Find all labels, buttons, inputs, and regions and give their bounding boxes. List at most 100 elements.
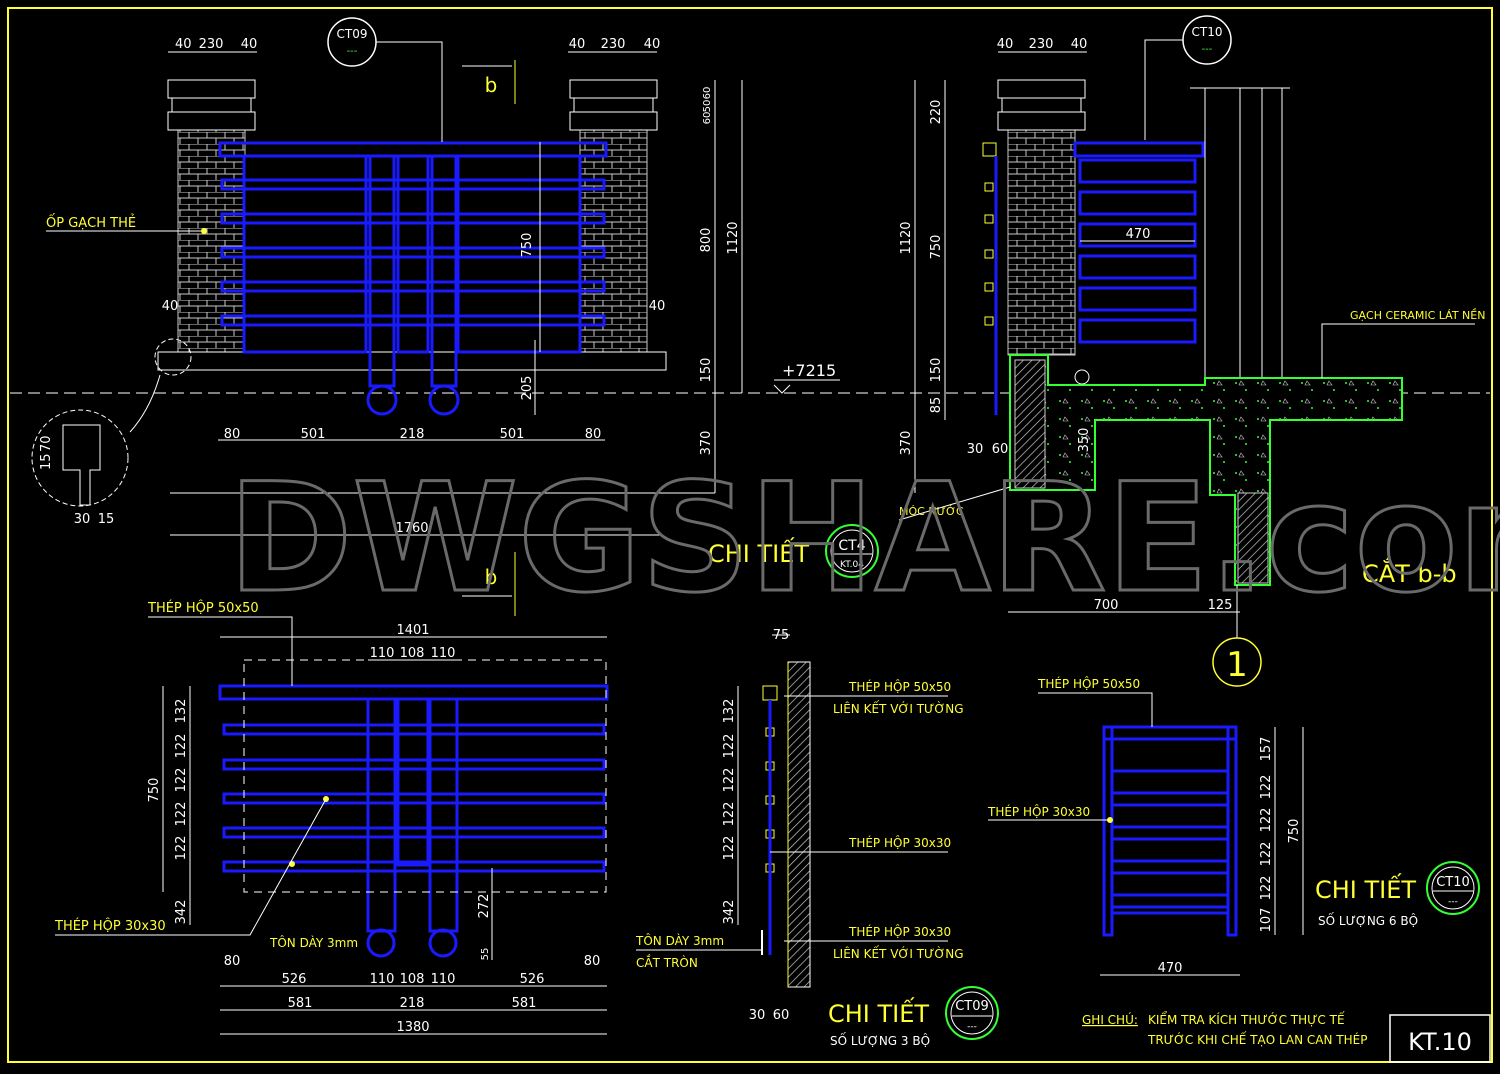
svg-text:750: 750	[1287, 819, 1302, 844]
sheet-id-box	[1389, 1014, 1491, 1063]
svg-text:40: 40	[1071, 37, 1088, 52]
right-pillar	[579, 129, 648, 353]
svg-text:THÉP HỘP 30x30: THÉP HỘP 30x30	[848, 835, 951, 850]
svg-text:b: b	[485, 73, 498, 97]
svg-text:KT.04: KT.04	[840, 560, 864, 570]
brick-label: ỐP GẠCH THẺ	[46, 214, 136, 231]
svg-text:b: b	[485, 565, 498, 589]
svg-text:157: 157	[1259, 737, 1274, 762]
ct10-tag: CT10	[1436, 875, 1470, 890]
svg-text:230: 230	[601, 37, 626, 52]
svg-text:110: 110	[370, 646, 395, 661]
svg-text:60: 60	[702, 87, 713, 100]
svg-text:370: 370	[699, 431, 714, 456]
svg-text:LIÊN KẾT VỚI TƯỜNG: LIÊN KẾT VỚI TƯỜNG	[833, 700, 964, 716]
svg-text:1380: 1380	[396, 1020, 429, 1035]
notes-heading: GHI CHÚ:	[1082, 1012, 1138, 1027]
svg-text:230: 230	[1029, 37, 1054, 52]
svg-text:108: 108	[400, 972, 425, 987]
svg-text:370: 370	[899, 431, 914, 456]
svg-text:750: 750	[147, 778, 162, 803]
svg-text:122: 122	[174, 802, 189, 827]
svg-text:132: 132	[722, 699, 737, 724]
ct09-detail: 75 132 122 122 122 122 342 THÉP HỘP 50x5…	[635, 628, 999, 1048]
railing-detail: THÉP HỘP 50x50 THÉP HỘP 30x30 TÔN DÀY 3m…	[54, 600, 609, 1035]
level-mark: +7215	[782, 361, 836, 380]
front-tag: CT09	[337, 27, 368, 41]
svg-text:122: 122	[174, 768, 189, 793]
ct10-label-30: THÉP HỘP 30x30	[987, 804, 1090, 819]
svg-text:TÔN DÀY 3mm: TÔN DÀY 3mm	[635, 933, 724, 948]
svg-text:700: 700	[1094, 598, 1119, 613]
svg-text:1401: 1401	[396, 623, 429, 638]
front-elevation: CT09 --- b b 40 230 40 40 230 40 ỐP GẠCH…	[31, 17, 840, 616]
left-pillar	[177, 129, 246, 353]
svg-text:75: 75	[773, 628, 790, 643]
section-bb: CT10 --- 40 230 40 220 750 1120 150 85 3…	[898, 15, 1485, 687]
svg-text:342: 342	[174, 900, 189, 925]
svg-text:CẮT TRÒN: CẮT TRÒN	[636, 954, 698, 970]
svg-text:KIỂM TRA KÍCH THƯỚC THỰC TẾ: KIỂM TRA KÍCH THƯỚC THỰC TẾ	[1148, 1011, 1345, 1027]
svg-text:132: 132	[174, 699, 189, 724]
floor-label: GẠCH CERAMIC LÁT NỀN	[1350, 308, 1485, 322]
svg-text:TRƯỚC KHI CHẾ TẠO LAN CAN THÉP: TRƯỚC KHI CHẾ TẠO LAN CAN THÉP	[1147, 1031, 1367, 1047]
svg-text:470: 470	[1126, 227, 1151, 242]
svg-text:15: 15	[98, 512, 115, 527]
svg-text:110: 110	[431, 646, 456, 661]
svg-text:15: 15	[39, 453, 54, 470]
plan-label-30: THÉP HỘP 30x30	[54, 918, 166, 934]
svg-text:272: 272	[477, 894, 492, 919]
svg-text:220: 220	[929, 100, 944, 125]
svg-text:THÉP HỘP 30x30: THÉP HỘP 30x30	[848, 924, 951, 939]
ct4-tag: CT4	[838, 538, 865, 554]
svg-text:80: 80	[224, 427, 241, 442]
wall-hatch	[787, 661, 811, 988]
svg-text:581: 581	[288, 996, 313, 1011]
svg-text:---: ---	[347, 46, 358, 57]
section-tag: CT10	[1192, 25, 1223, 39]
svg-text:150: 150	[929, 358, 944, 383]
svg-text:526: 526	[282, 972, 307, 987]
svg-text:122: 122	[722, 768, 737, 793]
svg-text:40: 40	[175, 37, 192, 52]
svg-text:60: 60	[992, 442, 1009, 457]
sheet-frame	[7, 7, 1493, 1063]
floor-slab	[1009, 354, 1403, 586]
plan-label-plate: TÔN DÀY 3mm	[269, 935, 358, 950]
svg-text:50: 50	[702, 100, 713, 113]
svg-text:470: 470	[1158, 961, 1183, 976]
svg-text:122: 122	[1259, 876, 1274, 901]
svg-text:125: 125	[1208, 598, 1233, 613]
svg-text:LIÊN KẾT VỚI TƯỜNG: LIÊN KẾT VỚI TƯỜNG	[833, 945, 964, 961]
svg-text:150: 150	[699, 358, 714, 383]
svg-text:110: 110	[431, 972, 456, 987]
ct10-label-50: THÉP HỘP 50x50	[1037, 676, 1140, 691]
svg-text:30: 30	[749, 1008, 766, 1023]
base-slab	[157, 351, 667, 371]
front-bars	[220, 154, 606, 416]
svg-text:40: 40	[241, 37, 258, 52]
svg-text:70: 70	[39, 435, 54, 452]
svg-text:122: 122	[1259, 842, 1274, 867]
svg-text:1120: 1120	[899, 221, 914, 254]
svg-text:108: 108	[400, 646, 425, 661]
section-railing	[1073, 141, 1205, 344]
svg-text:40: 40	[162, 299, 179, 314]
plan-label-50: THÉP HỘP 50x50	[147, 600, 259, 616]
overall-width: 1760	[395, 521, 428, 536]
svg-text:501: 501	[301, 427, 326, 442]
svg-text:SỐ LƯỢNG 6 BỘ: SỐ LƯỢNG 6 BỘ	[1318, 912, 1418, 928]
ct10-detail: THÉP HỘP 50x50 THÉP HỘP 30x30 157 122 12…	[987, 676, 1480, 976]
svg-text:40: 40	[997, 37, 1014, 52]
svg-text:SỐ LƯỢNG 3 BỘ: SỐ LƯỢNG 3 BỘ	[830, 1032, 930, 1048]
svg-text:750: 750	[929, 235, 944, 260]
svg-text:218: 218	[400, 996, 425, 1011]
svg-text:122: 122	[1259, 808, 1274, 833]
svg-text:750: 750	[520, 233, 535, 258]
svg-text:60: 60	[773, 1008, 790, 1023]
svg-text:122: 122	[174, 836, 189, 861]
ct10-frame	[1102, 725, 1238, 937]
notes: GHI CHÚ: KIỂM TRA KÍCH THƯỚC THỰC TẾ TRƯ…	[1082, 1011, 1367, 1047]
svg-text:40: 40	[649, 299, 666, 314]
detail-bars	[222, 697, 606, 958]
